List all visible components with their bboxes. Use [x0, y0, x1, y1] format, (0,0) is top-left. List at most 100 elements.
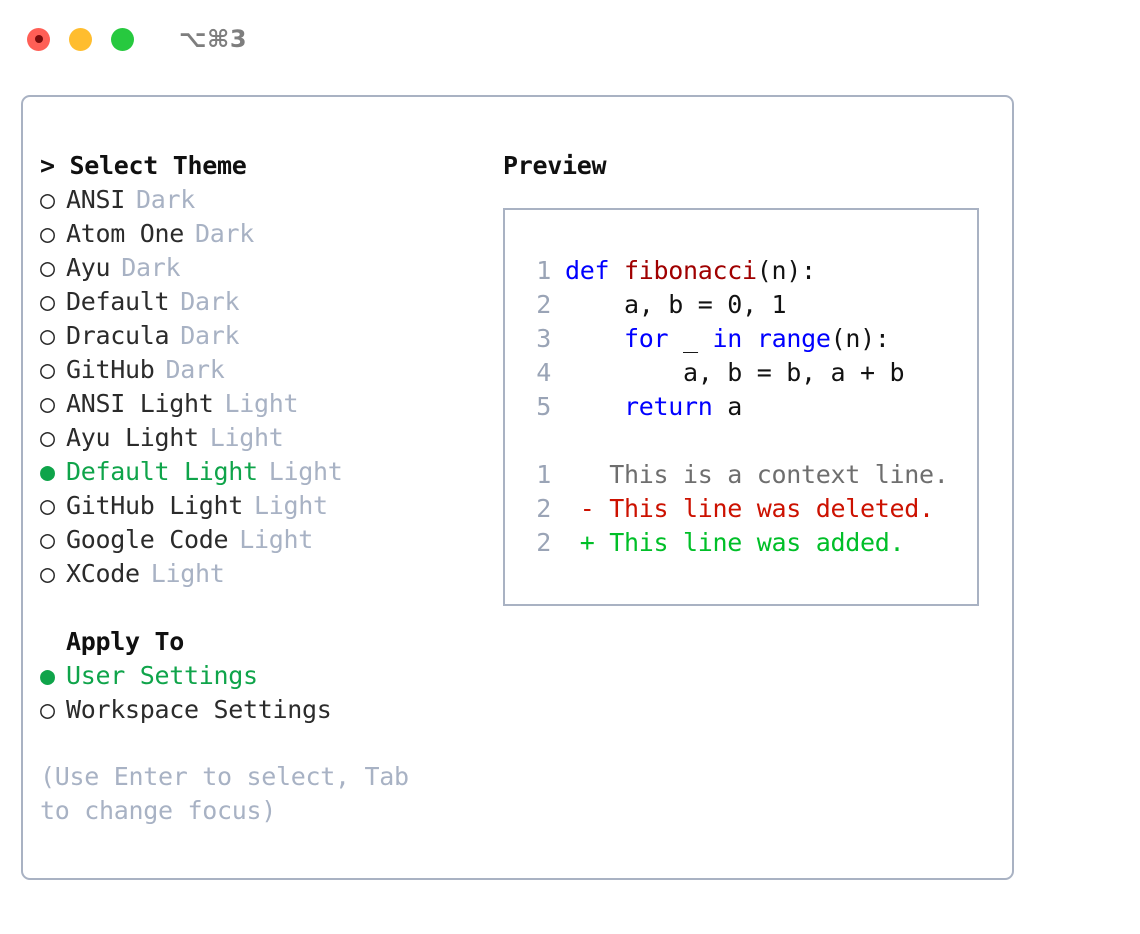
- radio-unselected-icon[interactable]: ○: [40, 695, 55, 724]
- minimize-window-button[interactable]: [69, 27, 92, 51]
- theme-option[interactable]: ○ Ayu Light Light: [40, 421, 493, 455]
- preview-title: Preview: [503, 151, 607, 180]
- theme-option-label: XCode: [66, 559, 140, 588]
- theme-option-label: Ayu Light: [66, 423, 199, 452]
- theme-variant-tag: Dark: [195, 219, 255, 248]
- theme-variant-tag: Light: [268, 457, 343, 486]
- code-token: a, b = 0, 1: [565, 290, 787, 319]
- code-token: in: [712, 324, 743, 353]
- code-token: return: [624, 392, 713, 421]
- theme-option[interactable]: ○ Default Dark: [40, 285, 493, 319]
- radio-unselected-icon[interactable]: ○: [40, 219, 55, 248]
- diff-line-text: This is a context line.: [565, 460, 949, 489]
- apply-to-option-label: User Settings: [66, 661, 258, 690]
- code-token: (n):: [756, 256, 816, 285]
- code-token: [565, 324, 624, 353]
- code-token: def: [565, 256, 625, 285]
- theme-option[interactable]: ○ Google Code Light: [40, 523, 493, 557]
- code-token: [742, 324, 757, 353]
- theme-option[interactable]: ○ Atom One Dark: [40, 217, 493, 251]
- code-line-number: 3: [536, 324, 551, 353]
- code-line-text: return a: [565, 390, 742, 424]
- theme-option-label: Default Light: [66, 457, 258, 486]
- code-line-text: for _ in range(n):: [565, 322, 890, 356]
- theme-option[interactable]: ○ ANSI Dark: [40, 183, 493, 217]
- apply-to-header: Apply To: [66, 627, 185, 656]
- apply-to-option[interactable]: ● User Settings: [40, 659, 493, 693]
- keyboard-shortcut-label: ⌥⌘3: [179, 25, 248, 53]
- theme-option[interactable]: ○ Ayu Dark: [40, 251, 493, 285]
- radio-unselected-icon[interactable]: ○: [40, 423, 55, 452]
- theme-variant-tag: Light: [224, 389, 299, 418]
- select-theme-header: > Select Theme: [40, 151, 247, 180]
- code-line: 3 for _ in range(n):: [521, 322, 977, 356]
- code-line-text: a, b = b, a + b: [565, 356, 905, 390]
- theme-variant-tag: Dark: [121, 253, 181, 282]
- window-controls: [27, 27, 134, 51]
- code-line-number: 1: [536, 256, 551, 285]
- code-token: (n):: [830, 324, 890, 353]
- radio-unselected-icon[interactable]: ○: [40, 389, 55, 418]
- code-token: fibonacci: [624, 256, 757, 285]
- theme-option-label: Atom One: [66, 219, 185, 248]
- diff-line: 2 + This line was added.: [521, 526, 977, 560]
- radio-unselected-icon[interactable]: ○: [40, 185, 55, 214]
- code-line: 5 return a: [521, 390, 977, 424]
- theme-variant-tag: Dark: [180, 287, 240, 316]
- theme-option[interactable]: ○ ANSI Light Light: [40, 387, 493, 421]
- radio-selected-icon[interactable]: ●: [40, 661, 55, 690]
- theme-option-label: GitHub: [66, 355, 155, 384]
- theme-option-label: Ayu: [66, 253, 111, 282]
- code-line: 1 def fibonacci(n):: [521, 254, 977, 288]
- radio-selected-icon[interactable]: ●: [40, 457, 55, 486]
- radio-unselected-icon[interactable]: ○: [40, 253, 55, 282]
- diff-line: 2 - This line was deleted.: [521, 492, 977, 526]
- theme-option-label: ANSI: [66, 185, 126, 214]
- close-window-button[interactable]: [27, 27, 50, 51]
- code-token: _: [668, 324, 713, 353]
- code-line: 2 a, b = 0, 1: [521, 288, 977, 322]
- code-token: a, b = b, a + b: [565, 358, 905, 387]
- code-token: a: [712, 392, 743, 421]
- code-token: range: [756, 324, 831, 353]
- radio-unselected-icon[interactable]: ○: [40, 559, 55, 588]
- radio-unselected-icon[interactable]: ○: [40, 321, 55, 350]
- radio-unselected-icon[interactable]: ○: [40, 355, 55, 384]
- theme-option-label: Default: [66, 287, 170, 316]
- theme-variant-tag: Dark: [165, 355, 225, 384]
- maximize-window-button[interactable]: [111, 27, 134, 51]
- theme-option-label: ANSI Light: [66, 389, 214, 418]
- code-line-text: def fibonacci(n):: [565, 254, 816, 288]
- code-line-text: a, b = 0, 1: [565, 288, 787, 322]
- code-diff-spacer: [521, 424, 977, 458]
- radio-unselected-icon[interactable]: ○: [40, 525, 55, 554]
- diff-line-number: 2: [536, 494, 551, 523]
- diff-line-number: 2: [536, 528, 551, 557]
- theme-option[interactable]: ● Default Light Light: [40, 455, 493, 489]
- apply-to-option[interactable]: ○Workspace Settings: [40, 693, 493, 727]
- apply-to-option-list: ● User Settings ○Workspace Settings: [40, 659, 493, 727]
- radio-unselected-icon[interactable]: ○: [40, 287, 55, 316]
- title-bar: ⌥⌘3: [0, 0, 1140, 78]
- code-line-number: 5: [536, 392, 551, 421]
- radio-unselected-icon[interactable]: ○: [40, 491, 55, 520]
- theme-option-label: GitHub Light: [66, 491, 244, 520]
- theme-variant-tag: Light: [150, 559, 225, 588]
- code-token: for: [624, 324, 669, 353]
- theme-variant-tag: Light: [209, 423, 284, 452]
- theme-option-label: Google Code: [66, 525, 229, 554]
- list-spacer: [40, 591, 493, 625]
- theme-option[interactable]: ○ XCode Light: [40, 557, 493, 591]
- theme-variant-tag: Light: [239, 525, 314, 554]
- theme-variant-tag: Dark: [136, 185, 196, 214]
- theme-option[interactable]: ○ GitHub Dark: [40, 353, 493, 387]
- diff-line: 1 This is a context line.: [521, 458, 977, 492]
